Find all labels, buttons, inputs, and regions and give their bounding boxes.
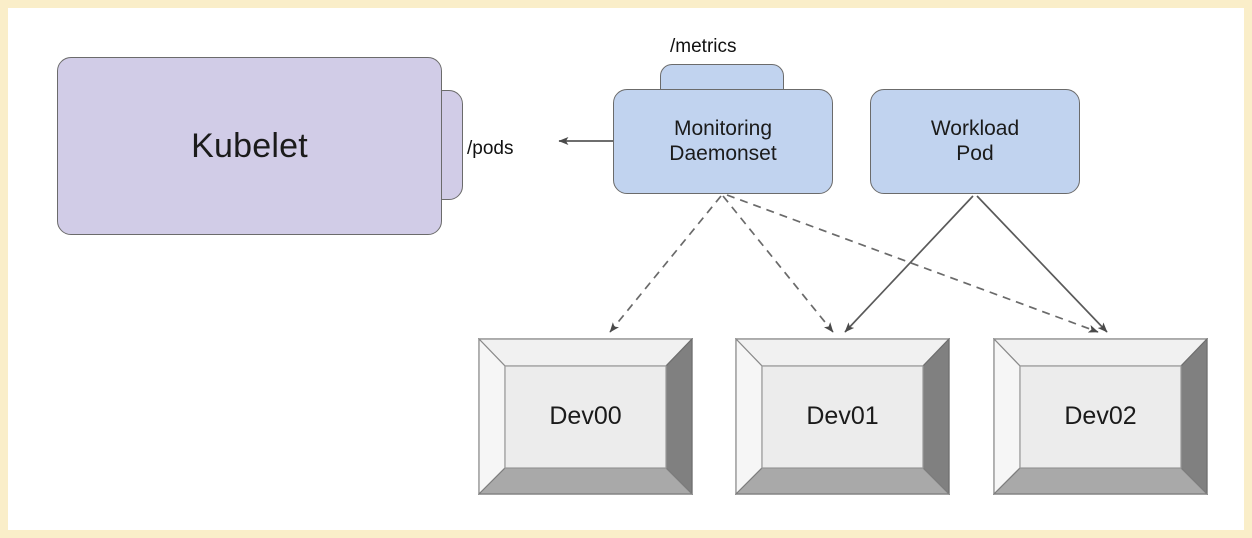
device-node-dev02[interactable]: Dev02 [993, 338, 1208, 495]
device-frame-icon [478, 338, 693, 495]
monitoring-daemonset-node[interactable]: Monitoring Daemonset [613, 89, 833, 194]
kubelet-label: Kubelet [191, 126, 308, 165]
device-frame-icon [735, 338, 950, 495]
device-node-dev00[interactable]: Dev00 [478, 338, 693, 495]
workload-pod-node[interactable]: Workload Pod [870, 89, 1080, 194]
edge-monitoring-to-dev2 [726, 194, 1099, 333]
edge-monitoring-to-dev1 [722, 195, 834, 333]
pods-endpoint-label: /pods [467, 138, 514, 159]
metrics-endpoint-label: /metrics [670, 36, 737, 57]
edge-workload-to-dev1 [844, 195, 974, 333]
diagram-stage: Kubelet /pods Monitoring Daemonset /metr… [8, 8, 1244, 530]
device-frame-icon [993, 338, 1208, 495]
monitoring-daemonset-label: Monitoring Daemonset [669, 116, 777, 165]
workload-pod-label: Workload Pod [930, 116, 1020, 165]
edge-workload-to-dev2 [976, 195, 1108, 333]
kubelet-node[interactable]: Kubelet [57, 57, 442, 235]
edge-monitoring-to-dev0 [609, 195, 722, 333]
device-node-dev01[interactable]: Dev01 [735, 338, 950, 495]
